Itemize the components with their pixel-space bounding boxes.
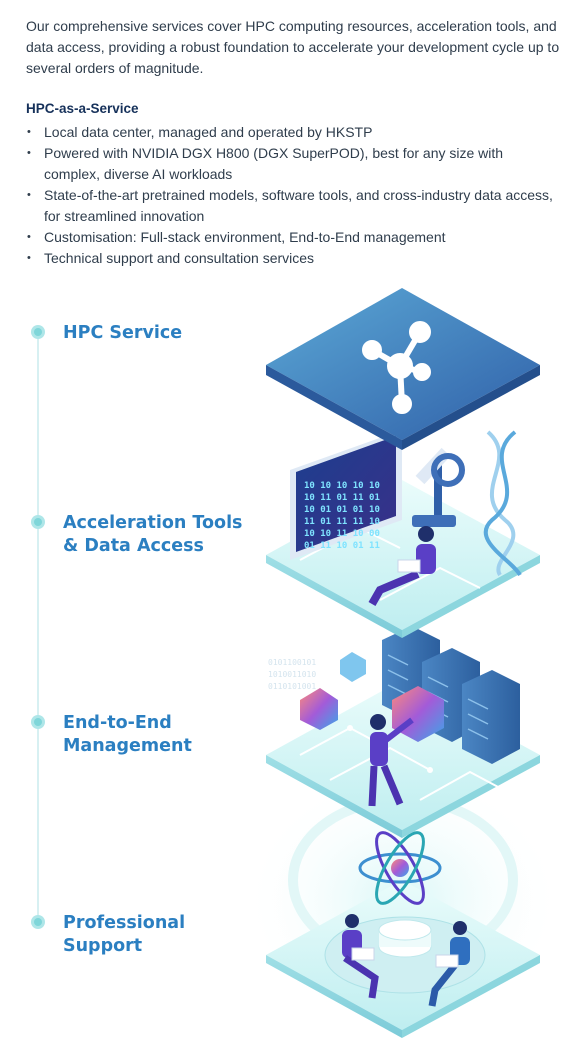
cube-icon	[300, 688, 338, 730]
person-icon	[418, 526, 434, 542]
timeline-dot	[31, 515, 45, 529]
svg-text:10 10 10 10 10 10 11 0: 10 10 10 10 10 10 11 01 11 01 10 01 01 0…	[304, 481, 385, 551]
timeline-label-end-to-end: End-to-End Management	[63, 713, 192, 756]
person-icon	[370, 714, 386, 730]
platform-hpc-service	[266, 288, 540, 450]
cube-icon	[340, 652, 366, 682]
dna-icon	[483, 430, 522, 577]
platform-end-to-end: 0101100101 1010011010 0110101001	[266, 626, 540, 838]
timeline-label-hpc-service: HPC Service	[63, 323, 183, 343]
svg-text:0110101001: 0110101001	[268, 682, 316, 691]
timeline-label-professional-support: Professional Support	[63, 913, 186, 956]
svg-text:1010011010: 1010011010	[268, 670, 316, 679]
platform-acceleration-tools: 10 10 10 10 10 10 11 01 11 01 10 01 01 0…	[266, 430, 540, 638]
timeline-line	[37, 332, 39, 922]
microscope-icon	[412, 447, 465, 527]
svg-text:0101100101: 0101100101	[268, 658, 316, 667]
network-node-icon	[362, 321, 431, 414]
service-title: HPC-as-a-Service	[26, 101, 139, 116]
service-bullet: Customisation: Full-stack environment, E…	[26, 227, 560, 248]
binary-screen: 10 10 10 10 10 10 11 01 11 01 10 01 01 0…	[290, 430, 402, 560]
service-bullet: Local data center, managed and operated …	[26, 122, 560, 143]
service-bullet: Technical support and consultation servi…	[26, 248, 560, 269]
person-icon	[453, 921, 467, 935]
timeline-label-acceleration-tools: Acceleration Tools & Data Access	[63, 513, 243, 556]
platform-professional-support	[266, 880, 540, 1038]
service-bullet-list: Local data center, managed and operated …	[26, 122, 560, 269]
intro-paragraph: Our comprehensive services cover HPC com…	[26, 18, 560, 76]
timeline-dot	[31, 715, 45, 729]
service-bullet: Powered with NVIDIA DGX H800 (DGX SuperP…	[26, 143, 560, 185]
layered-platform-illustration: 0101100101 1010011010 0110101001 10 10 1…	[243, 288, 563, 1038]
timeline-dot	[31, 915, 45, 929]
timeline-dot	[31, 325, 45, 339]
service-bullet: State-of-the-art pretrained models, soft…	[26, 185, 560, 227]
atom-icon	[358, 831, 442, 905]
person-icon	[345, 914, 359, 928]
